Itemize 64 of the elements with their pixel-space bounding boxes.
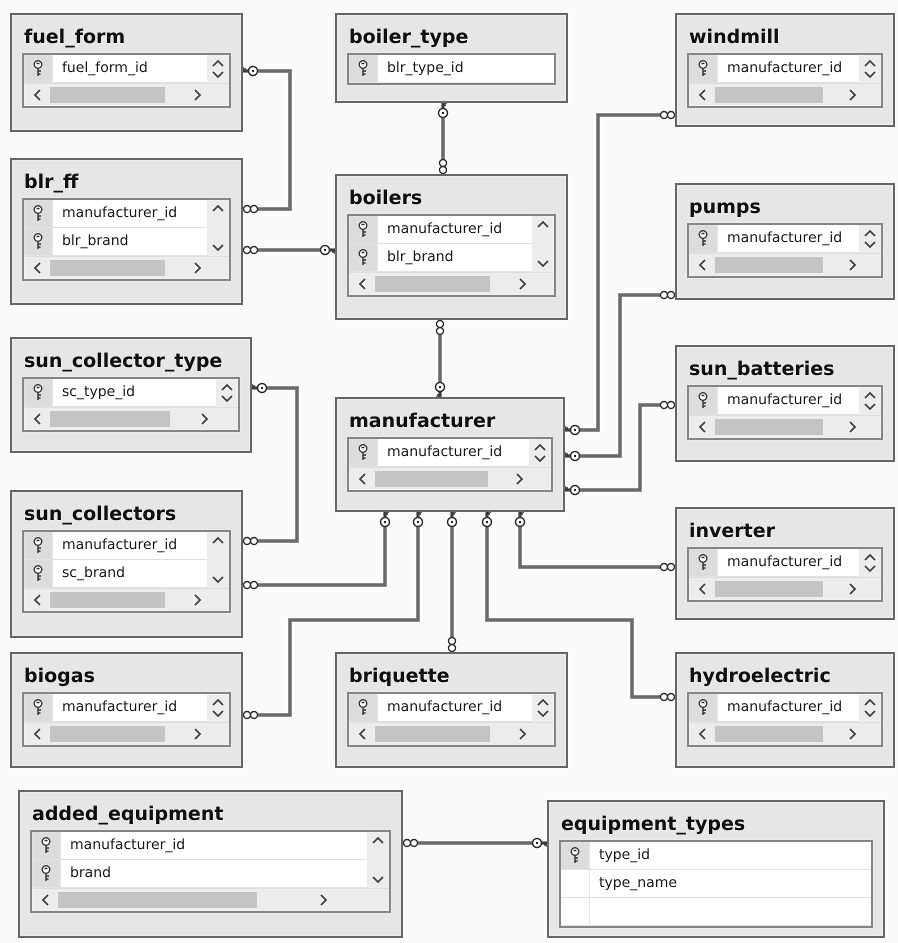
relationship-line [242,66,292,214]
database-table [10,158,243,305]
relationship-line [438,102,448,174]
column-name: manufacturer_id [61,832,367,859]
relationship-line [434,320,446,398]
database-table [675,345,895,462]
relationship-line [242,382,299,546]
database-table [10,337,252,453]
relationship-line [242,511,390,590]
relationship-line [402,838,548,848]
column-name: manufacturer_id [718,387,859,414]
database-table [10,652,243,768]
table-name: briquette [349,664,450,689]
column-name: manufacturer_id [53,532,207,559]
database-table [675,13,895,127]
database-table [10,13,243,132]
column-name: manufacturer_id [718,694,859,721]
table-name: equipment_types [561,812,746,837]
table-name: sun_collector_type [24,349,222,374]
table-name: added_equipment [32,802,224,827]
column-name: sc_type_id [53,379,216,406]
column-name: blr_brand [53,228,207,255]
table-name: biogas [24,664,95,689]
column-name: manufacturer_id [378,216,532,243]
table-name: sun_batteries [689,357,834,382]
column-name: manufacturer_id [53,200,207,227]
database-table [18,790,403,938]
table-name: boilers [349,186,422,211]
table-name: boiler_type [349,25,468,50]
database-table [335,652,568,768]
table-name: pumps [689,195,761,220]
relationship-line [564,110,676,436]
relationship-line [482,511,676,702]
relationship-line [446,511,458,652]
relationship-line [242,244,336,256]
column-name: manufacturer_id [53,694,207,721]
database-table [335,174,568,320]
table-name: windmill [689,25,780,50]
column-name: manufacturer_id [718,225,859,252]
column-name: sc_brand [53,560,207,587]
column-name: fuel_form_id [53,55,207,82]
table-name: manufacturer [349,409,496,434]
relationship-line [564,400,676,496]
relationship-line [242,511,424,720]
column-name: manufacturer_id [718,55,859,82]
database-table [335,397,565,512]
table-name: inverter [689,519,776,544]
table-name: hydroelectric [689,664,831,689]
database-table [675,652,895,768]
column-name: brand [61,860,367,887]
database-table [10,490,243,638]
relationship-line [564,290,676,462]
table-name: sun_collectors [24,502,176,527]
table-name: fuel_form [24,25,126,50]
column-name: manufacturer_id [378,439,529,466]
column-name: manufacturer_id [718,549,859,576]
table-name: blr_ff [24,170,78,195]
relationship-line [514,511,676,572]
database-table [547,800,885,938]
column-name: manufacturer_id [378,694,532,721]
database-table [675,183,895,300]
column-name: blr_brand [378,244,532,271]
database-table [675,507,895,620]
database-table [335,13,568,103]
